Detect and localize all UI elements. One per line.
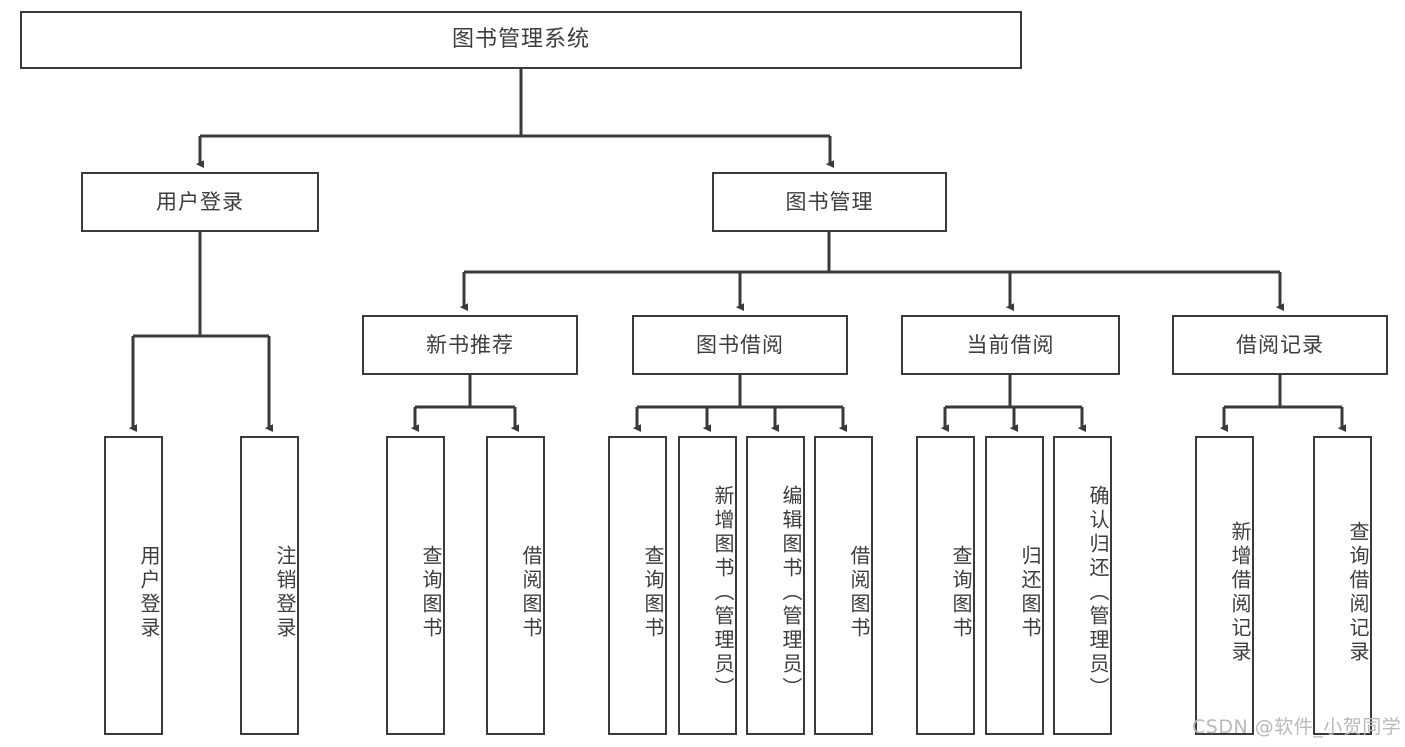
- node-current-borrow[interactable]: 当前借阅: [901, 315, 1120, 375]
- node-user-login[interactable]: 用户登录: [81, 172, 319, 232]
- node-user-login-label: 用户登录: [156, 189, 244, 214]
- node-root[interactable]: 图书管理系统: [20, 11, 1022, 69]
- leaf-label: 查询借阅记录: [1346, 520, 1370, 665]
- node-new-book-recommend[interactable]: 新书推荐: [362, 315, 578, 375]
- leaf-label: 编辑图书（管理员）: [779, 484, 803, 701]
- node-borrow-record[interactable]: 借阅记录: [1172, 315, 1388, 375]
- leaf-label: 新增借阅记录: [1228, 520, 1252, 665]
- leaf-label: 借阅图书: [519, 544, 543, 641]
- leaf-query-books-current[interactable]: 查询图书: [916, 436, 975, 735]
- leaf-label: 查询图书: [641, 544, 665, 641]
- leaf-label: 用户登录: [137, 544, 161, 641]
- node-book-borrow-label: 图书借阅: [696, 332, 784, 357]
- leaf-query-books-recommend[interactable]: 查询图书: [386, 436, 445, 735]
- leaf-label: 新增图书（管理员）: [711, 484, 735, 701]
- leaf-label: 查询图书: [949, 544, 973, 641]
- leaf-borrow-books-recommend[interactable]: 借阅图书: [486, 436, 545, 735]
- leaf-query-books-borrow[interactable]: 查询图书: [608, 436, 667, 735]
- node-root-label: 图书管理系统: [451, 27, 590, 53]
- leaf-add-borrow-record[interactable]: 新增借阅记录: [1195, 436, 1254, 735]
- node-new-book-recommend-label: 新书推荐: [426, 332, 514, 357]
- leaf-logout-login[interactable]: 注销登录: [240, 436, 299, 735]
- leaf-add-book-admin[interactable]: 新增图书（管理员）: [678, 436, 737, 735]
- leaf-user-login[interactable]: 用户登录: [104, 436, 163, 735]
- node-book-management-label: 图书管理: [785, 189, 874, 214]
- node-borrow-record-label: 借阅记录: [1236, 332, 1324, 357]
- leaf-return-books[interactable]: 归还图书: [985, 436, 1044, 735]
- node-book-management[interactable]: 图书管理: [712, 172, 947, 232]
- node-current-borrow-label: 当前借阅: [966, 332, 1055, 357]
- node-book-borrow[interactable]: 图书借阅: [632, 315, 848, 375]
- leaf-label: 注销登录: [273, 544, 297, 641]
- leaf-label: 归还图书: [1018, 544, 1042, 641]
- leaf-edit-book-admin[interactable]: 编辑图书（管理员）: [746, 436, 805, 735]
- leaf-label: 借阅图书: [847, 544, 871, 641]
- csdn-watermark: CSDN @软件_小贺同学: [1192, 716, 1402, 738]
- leaf-query-borrow-record[interactable]: 查询借阅记录: [1313, 436, 1372, 735]
- leaf-label: 查询图书: [419, 544, 443, 641]
- leaf-label: 确认归还（管理员）: [1086, 484, 1110, 701]
- leaf-borrow-books[interactable]: 借阅图书: [814, 436, 873, 735]
- leaf-confirm-return-admin[interactable]: 确认归还（管理员）: [1053, 436, 1112, 735]
